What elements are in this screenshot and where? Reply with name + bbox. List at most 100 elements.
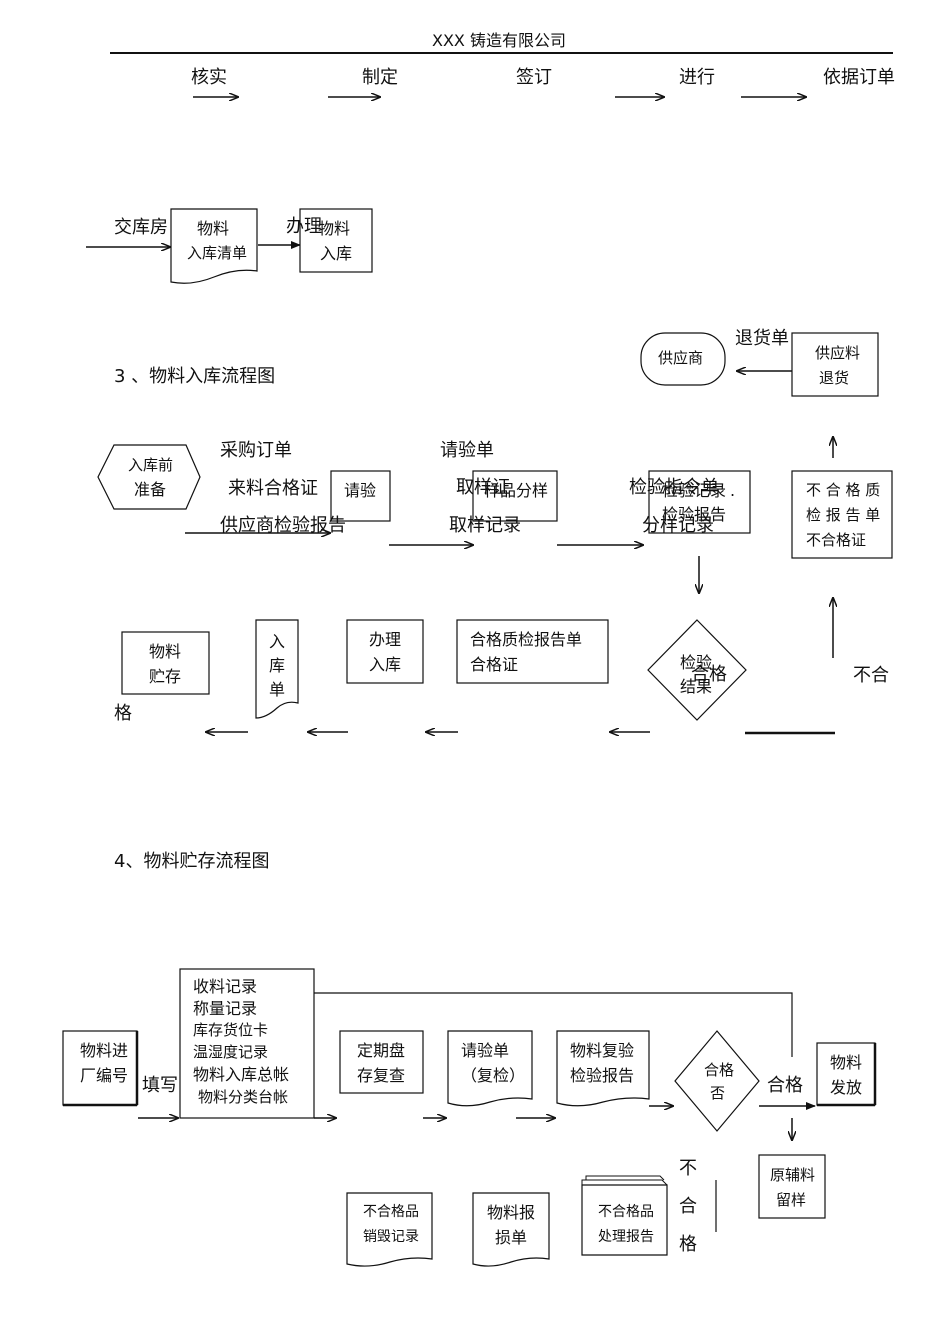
recheck-doc-line2: 检验报告	[570, 1066, 635, 1085]
step-formulate: 制定	[362, 67, 398, 88]
return-note-label: 退货单	[735, 328, 789, 349]
request-doc-line2: （复检）	[461, 1066, 526, 1085]
record-general-ledger: 物料入库总帐	[193, 1065, 290, 1084]
step-proceed: 进行	[679, 67, 715, 88]
doc-intake-list-line1: 物料	[197, 219, 230, 238]
check-notice-label: 检验指令单	[629, 477, 719, 498]
check-report-label: 检验报告	[662, 505, 727, 524]
damage-doc-shape	[472, 1192, 550, 1267]
sample-box-label: 样品分样	[484, 481, 549, 500]
record-category-ledger: 物料分类台帐	[198, 1088, 289, 1106]
request-doc-line1: 请验单	[461, 1041, 510, 1060]
handle-box-shape	[346, 619, 424, 684]
prep-hexagon	[97, 444, 201, 510]
docs-incoming-cert: 来料合格证	[228, 478, 318, 499]
entry-box-shape	[62, 1030, 138, 1106]
decision-diamond-shape	[647, 619, 747, 721]
qc-box-shape	[456, 619, 609, 684]
fail-vertical-label: 不合格	[679, 1158, 697, 1255]
receipt-doc-label: 入库单	[268, 632, 285, 699]
decision-line1: 检验	[680, 653, 713, 672]
doc-sampling-record: 取样记录	[449, 515, 521, 536]
destroy-doc-shape	[346, 1192, 433, 1267]
entry-box-line1: 物料进	[80, 1041, 129, 1060]
records-box-shape	[179, 968, 315, 1119]
record-temp-humidity: 温湿度记录	[193, 1043, 269, 1061]
box-intake-line1: 物料	[318, 219, 351, 238]
section3-title: 3 、物料入库流程图	[114, 366, 276, 387]
request-box-shape	[330, 470, 391, 522]
fail-box-line2: 检 报 告 单	[806, 506, 881, 524]
step-verify: 核实	[191, 67, 227, 88]
supplier-return-line2: 退货	[819, 369, 850, 387]
storage-box-shape	[121, 631, 210, 695]
receipt-doc-shape	[255, 619, 299, 719]
handle-box-line1: 办理	[369, 630, 402, 649]
decision4-pass-label: 合格	[767, 1075, 803, 1096]
request-box-label: 请验	[344, 481, 377, 500]
record-weighing: 称量记录	[193, 999, 258, 1018]
box-intake-shape	[299, 208, 373, 273]
sample-keep-line2: 留样	[776, 1191, 807, 1209]
box-intake-line2: 入库	[320, 244, 353, 263]
decision4-diamond-shape	[674, 1030, 760, 1132]
process-label: 办理	[286, 216, 322, 237]
request-doc-shape	[447, 1030, 533, 1107]
damage-doc-line2: 损单	[495, 1228, 528, 1247]
release-box-line2: 发放	[830, 1078, 863, 1097]
fail-report-box-shape	[791, 470, 893, 559]
recheck-doc-line1: 物料复验	[570, 1041, 635, 1060]
supplier-terminator-shape	[640, 332, 726, 386]
decision4-line2: 否	[710, 1084, 726, 1102]
sample-keep-line1: 原辅料	[770, 1166, 816, 1184]
sample-keep-box-shape	[758, 1154, 826, 1219]
storage-box-line2: 贮存	[149, 667, 182, 686]
supplier-label: 供应商	[658, 349, 704, 367]
check-box-shape	[648, 470, 751, 534]
supplier-return-box-shape	[791, 332, 879, 397]
decision-line2: 结果	[680, 677, 713, 696]
decision4-line1: 合格	[704, 1061, 735, 1079]
company-header: XXX 铸造有限公司	[432, 31, 566, 50]
periodic-box-shape	[339, 1030, 424, 1094]
handle-box-line2: 入库	[369, 655, 402, 674]
fail-box-line1: 不 合 格 质	[806, 481, 881, 499]
recheck-doc-shape	[556, 1030, 650, 1107]
check-record-label: 检验记录	[662, 481, 727, 500]
step-by-order: 依据订单	[823, 67, 895, 88]
handover-label: 交库房	[114, 217, 168, 238]
docs-purchase-order: 采购订单	[220, 440, 292, 461]
qc-box-line1: 合格质检报告单	[470, 630, 583, 649]
decision-fail-label: 不合	[853, 665, 889, 686]
fill-label: 填写	[142, 1075, 178, 1096]
handle-report-line2: 处理报告	[598, 1229, 654, 1245]
doc-intake-list-shape	[170, 208, 258, 284]
split-record-label: 分样记录	[642, 515, 714, 536]
section4-title: 4、物料贮存流程图	[114, 851, 270, 872]
release-box-line1: 物料	[830, 1053, 863, 1072]
check-record-dot: .	[730, 481, 736, 500]
handle-report-line1: 不合格品	[598, 1204, 654, 1220]
supplier-return-line1: 供应料	[815, 344, 861, 362]
step-sign: 签订	[516, 67, 552, 88]
record-location-card: 库存货位卡	[193, 1021, 269, 1039]
entry-box-line2: 厂编号	[80, 1066, 129, 1085]
decision-pass-label: 合格	[691, 664, 727, 685]
qc-box-line2: 合格证	[470, 655, 519, 674]
sample-box-shape	[472, 470, 558, 522]
stray-grid-char: 格	[114, 703, 132, 724]
destroy-doc-line1: 不合格品	[363, 1204, 419, 1220]
periodic-box-line1: 定期盘	[357, 1041, 406, 1060]
record-receiving: 收料记录	[193, 977, 258, 996]
doc-sampling-label: 取样证	[456, 477, 510, 498]
destroy-doc-line2: 销毁记录	[363, 1229, 419, 1245]
doc-intake-list-line2: 入库清单	[187, 244, 248, 262]
docs-supplier-report: 供应商检验报告	[220, 515, 346, 536]
storage-box-line1: 物料	[149, 642, 182, 661]
handle-report-doc-shape	[581, 1184, 668, 1256]
prep-line1: 入库前	[128, 456, 174, 474]
damage-doc-line1: 物料报	[487, 1203, 536, 1222]
periodic-box-line2: 存复查	[357, 1066, 406, 1085]
